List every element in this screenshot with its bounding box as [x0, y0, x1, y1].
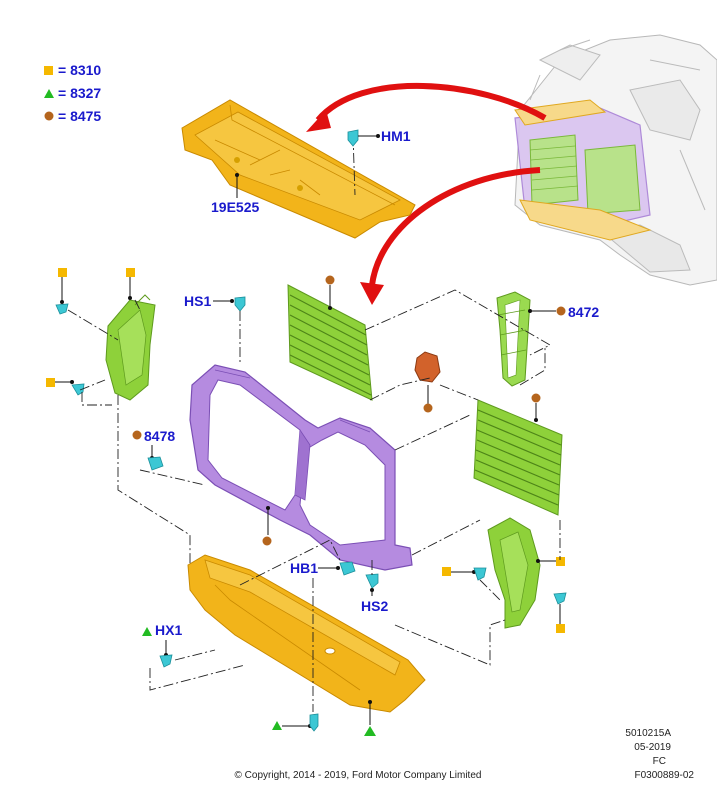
hm1-label: HM1 [381, 128, 411, 144]
square-marker-icon [556, 557, 565, 566]
circle-marker-icon [556, 306, 566, 316]
drawing-code: 5010215A [625, 728, 671, 739]
footer: 5010215A 05-2019 FC © Copyright, 2014 - … [235, 728, 695, 781]
square-marker-icon [58, 268, 67, 277]
push-pin-icon [234, 296, 246, 312]
legend-8327-label: = 8327 [58, 85, 101, 101]
lower-shutter-grille [473, 393, 563, 516]
push-pin-icon [473, 567, 487, 581]
upper-shield-19e525 [181, 99, 416, 239]
lower-arrow-head-icon [360, 282, 384, 305]
bottom-fasteners [272, 700, 376, 736]
circle-marker-icon [132, 430, 142, 440]
upper-arrow [315, 82, 547, 122]
circle-marker-icon [325, 275, 335, 285]
hs2-label: HS2 [361, 598, 388, 614]
push-pin-icon [347, 129, 359, 147]
legend: = 8310 = 8327 = 8475 [44, 62, 101, 124]
push-pin-icon [553, 592, 567, 605]
right-air-deflector [487, 517, 541, 629]
assembly-lines [67, 289, 561, 712]
19e525-callout: 19E525 [211, 173, 259, 215]
drawing-suffix: FC [653, 756, 666, 767]
circle-marker-icon [423, 403, 433, 413]
vehicle-front-end-context [514, 34, 717, 286]
drawing-date: 05-2019 [634, 742, 671, 753]
upper-arrow-head-icon [306, 110, 331, 132]
square-marker-icon [126, 268, 135, 277]
upper-shutter-grille [287, 275, 373, 401]
push-pin-icon [309, 713, 319, 732]
hm1-fastener: HM1 [347, 128, 411, 196]
figure-number: F0300889-02 [635, 770, 695, 781]
triangle-marker-icon [364, 726, 376, 736]
triangle-marker-icon [142, 627, 152, 636]
lower-air-deflector [187, 554, 426, 713]
8472-label: 8472 [568, 304, 599, 320]
lower-arrow [369, 167, 541, 286]
push-pin-icon [55, 303, 69, 315]
clip-icon [339, 561, 356, 576]
left-air-deflector [105, 294, 156, 401]
push-pin-icon [71, 383, 85, 396]
push-pin-icon [365, 573, 379, 589]
legend-8475-label: = 8475 [58, 108, 101, 124]
square-marker-icon [442, 567, 451, 576]
legend-triangle-icon [44, 89, 54, 98]
legend-square-icon [44, 66, 53, 75]
8478-fastener: 8478 [132, 428, 175, 471]
legend-8310-label: = 8310 [58, 62, 101, 78]
shutter-bracket-8472: 8472 [496, 291, 599, 387]
legend-circle-icon [44, 111, 54, 121]
shutter-actuator [414, 351, 441, 413]
hs1-label: HS1 [184, 293, 211, 309]
8478-label: 8478 [144, 428, 175, 444]
triangle-marker-icon [272, 721, 282, 730]
hs1-fastener: HS1 [184, 293, 246, 365]
square-marker-icon [46, 378, 55, 387]
19e525-label: 19E525 [211, 199, 259, 215]
hb1-label: HB1 [290, 560, 318, 576]
push-pin-icon [159, 654, 173, 668]
clip-icon [147, 456, 164, 471]
circle-marker-icon [531, 393, 541, 403]
circle-marker-icon [262, 536, 272, 546]
radiator-support [189, 364, 413, 571]
right-deflector-fasteners [442, 557, 567, 633]
location-arrows [306, 82, 547, 305]
copyright-text: © Copyright, 2014 - 2019, Ford Motor Com… [235, 770, 482, 781]
hx1-fastener: HX1 [142, 622, 182, 668]
support-callout [262, 506, 272, 546]
hb1-fastener: HB1 [290, 560, 356, 576]
left-deflector-fasteners [46, 268, 135, 396]
square-marker-icon [556, 624, 565, 633]
hx1-label: HX1 [155, 622, 182, 638]
hs2-fastener: HS2 [361, 573, 388, 614]
